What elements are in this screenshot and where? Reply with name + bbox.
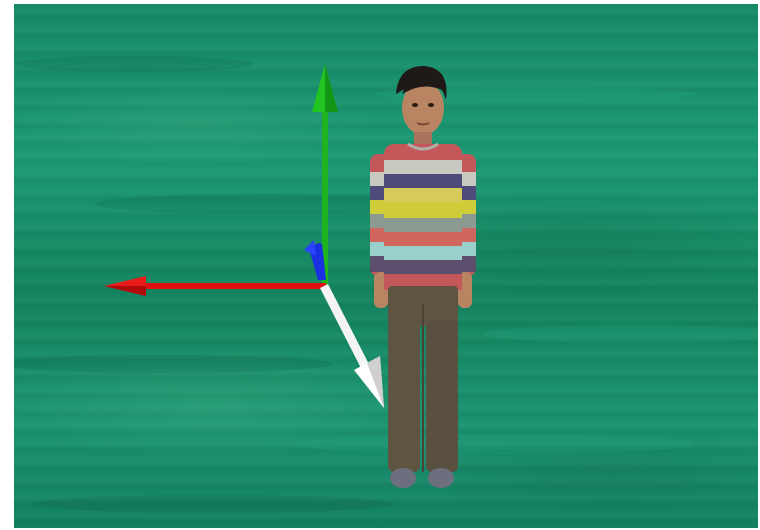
rotation-handle[interactable] bbox=[304, 240, 326, 280]
scene-canvas[interactable] bbox=[14, 4, 758, 528]
y-axis-arrow[interactable] bbox=[312, 64, 338, 286]
shoes bbox=[390, 468, 454, 488]
3d-viewport[interactable] bbox=[14, 4, 758, 528]
z-axis-arrow[interactable] bbox=[320, 284, 384, 408]
character-child-avatar[interactable] bbox=[370, 66, 476, 488]
transform-gizmo[interactable] bbox=[104, 64, 384, 408]
x-axis-arrow[interactable] bbox=[104, 276, 326, 296]
head bbox=[402, 81, 444, 135]
striped-shirt bbox=[384, 142, 462, 290]
pants bbox=[388, 286, 458, 472]
